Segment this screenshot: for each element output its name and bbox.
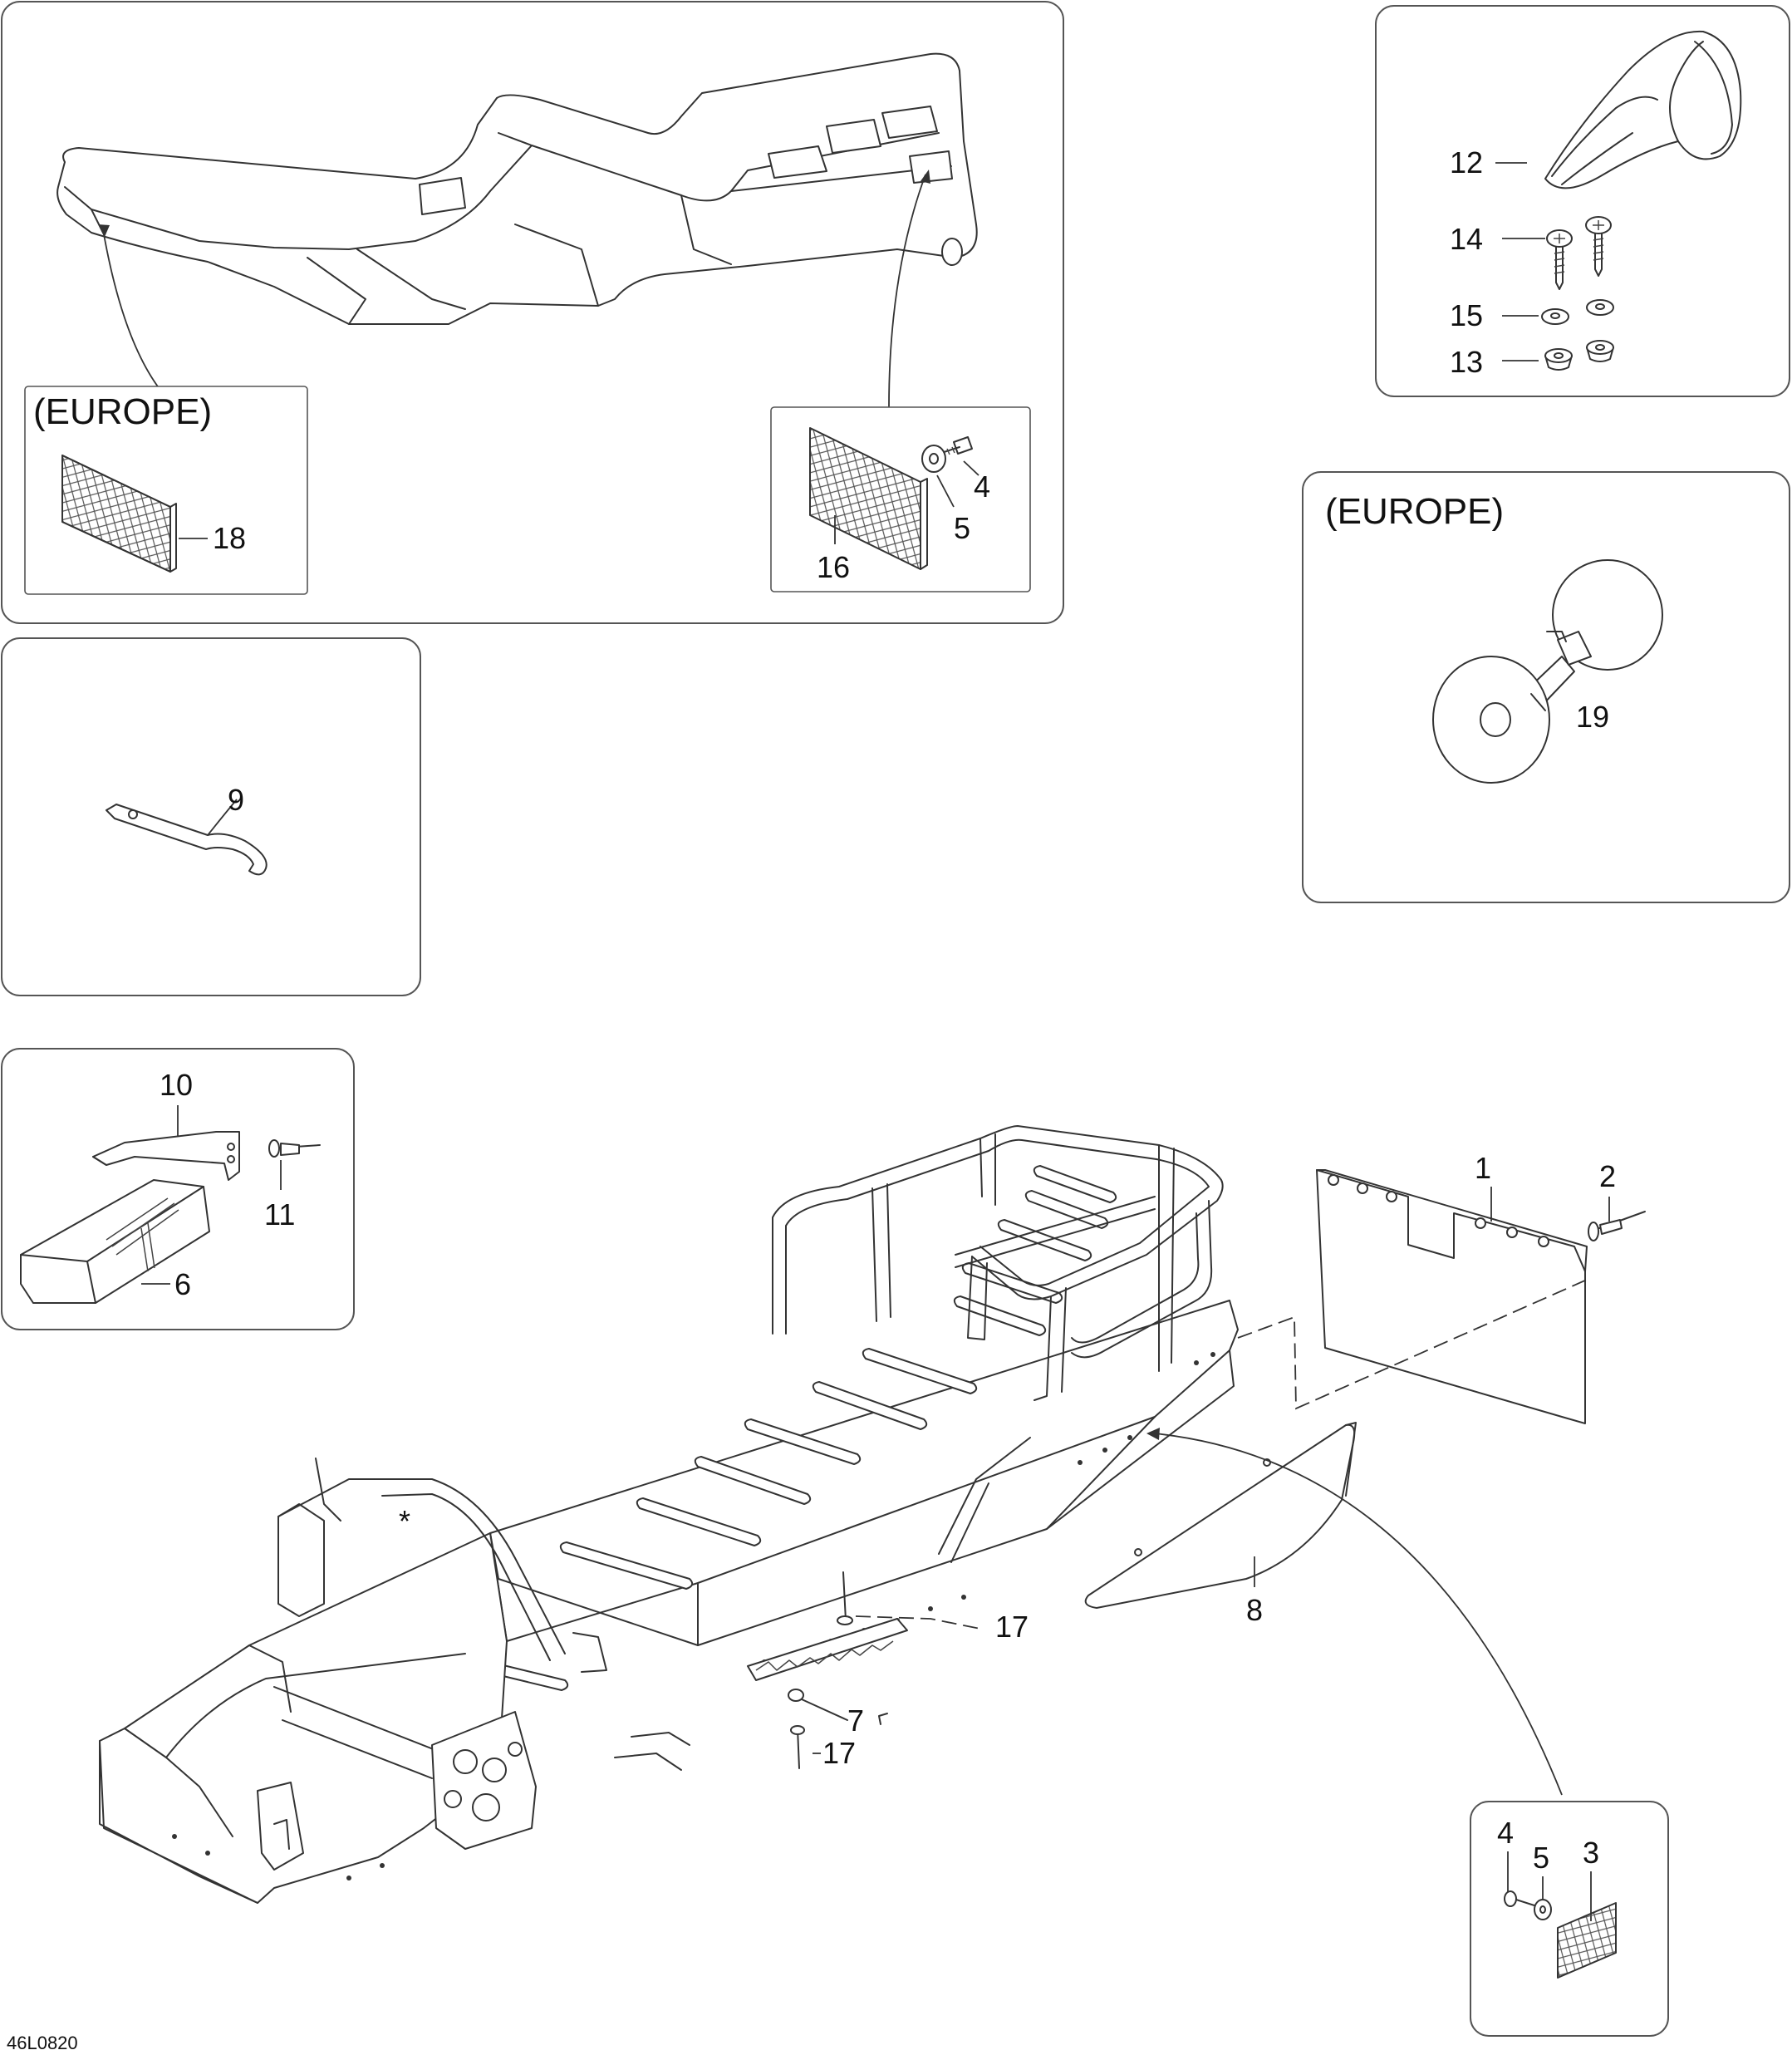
europe-reflector-box: (EUROPE) 18 bbox=[24, 386, 308, 595]
bumper-panel: (EUROPE) 18 16 bbox=[1, 1, 1064, 624]
nut-13 bbox=[1544, 340, 1614, 371]
wrench-9 bbox=[106, 804, 268, 876]
callout-7: 7 bbox=[847, 1703, 864, 1738]
callout-9: 9 bbox=[228, 783, 244, 817]
horn-19 bbox=[1432, 559, 1663, 784]
reflector-box: 16 4 5 bbox=[770, 406, 1031, 592]
mirror-panel: 12 14 15 13 bbox=[1375, 5, 1790, 397]
europe-label: (EUROPE) bbox=[33, 391, 212, 432]
callout-10: 10 bbox=[160, 1068, 193, 1102]
callout-4a: 4 bbox=[974, 470, 990, 504]
reflector-18 bbox=[61, 455, 177, 573]
chassis-frame: * bbox=[99, 1125, 1239, 1904]
drawing-code: 46L0820 bbox=[7, 2033, 78, 2053]
side-reflector-panel: 4 5 3 bbox=[1470, 1801, 1669, 2037]
callout-2: 2 bbox=[1599, 1159, 1616, 1193]
callout-14: 14 bbox=[1450, 222, 1483, 256]
callout-17a: 17 bbox=[995, 1610, 1029, 1644]
toolkit-bag-6 bbox=[20, 1179, 210, 1304]
callout-3: 3 bbox=[1583, 1836, 1599, 1870]
rivet-2 bbox=[1588, 1211, 1646, 1241]
running-board-assembly: 7 17 17 bbox=[747, 1571, 1029, 1770]
callout-17b: 17 bbox=[822, 1736, 856, 1770]
rivet-11 bbox=[268, 1139, 321, 1158]
callout-15: 15 bbox=[1450, 298, 1483, 332]
rivet-17-top bbox=[837, 1571, 853, 1625]
screw-4-side bbox=[1504, 1890, 1538, 1907]
wrench-panel: 9 bbox=[1, 637, 421, 996]
callout-5b: 5 bbox=[1533, 1841, 1549, 1875]
reflector-16 bbox=[809, 427, 928, 570]
reflector-leader bbox=[1154, 1433, 1563, 1796]
rear-cowl-drawing bbox=[56, 52, 978, 325]
washer-5-side bbox=[1534, 1899, 1552, 1920]
bracket-10 bbox=[92, 1131, 240, 1181]
reflector-3 bbox=[1557, 1902, 1617, 1979]
callout-16: 16 bbox=[817, 550, 850, 584]
side-panel-8: 8 bbox=[1084, 1422, 1357, 1627]
screw-14 bbox=[1546, 216, 1612, 290]
mirror-12 bbox=[1544, 30, 1742, 189]
callout-8: 8 bbox=[1246, 1593, 1263, 1627]
callout-5a: 5 bbox=[954, 511, 970, 545]
callout-13: 13 bbox=[1450, 345, 1483, 379]
luggage-rack bbox=[772, 1125, 1224, 1401]
callout-4b: 4 bbox=[1497, 1816, 1514, 1850]
callout-11: 11 bbox=[264, 1197, 295, 1232]
callout-12: 12 bbox=[1450, 145, 1483, 179]
callout-19: 19 bbox=[1576, 700, 1609, 734]
rivet-17-bottom bbox=[790, 1725, 805, 1769]
washer-15 bbox=[1541, 299, 1614, 325]
horn-panel: (EUROPE) 19 bbox=[1302, 471, 1790, 903]
callout-6: 6 bbox=[174, 1267, 191, 1301]
callout-1: 1 bbox=[1475, 1151, 1491, 1185]
washer-5 bbox=[921, 445, 946, 473]
callout-18: 18 bbox=[213, 521, 246, 555]
mudflap-assembly: 1 2 bbox=[1237, 1151, 1646, 1424]
asterisk-marker: * bbox=[399, 1504, 410, 1538]
horn-europe-label: (EUROPE) bbox=[1325, 491, 1504, 532]
toolkit-panel: 10 11 6 bbox=[1, 1048, 355, 1330]
